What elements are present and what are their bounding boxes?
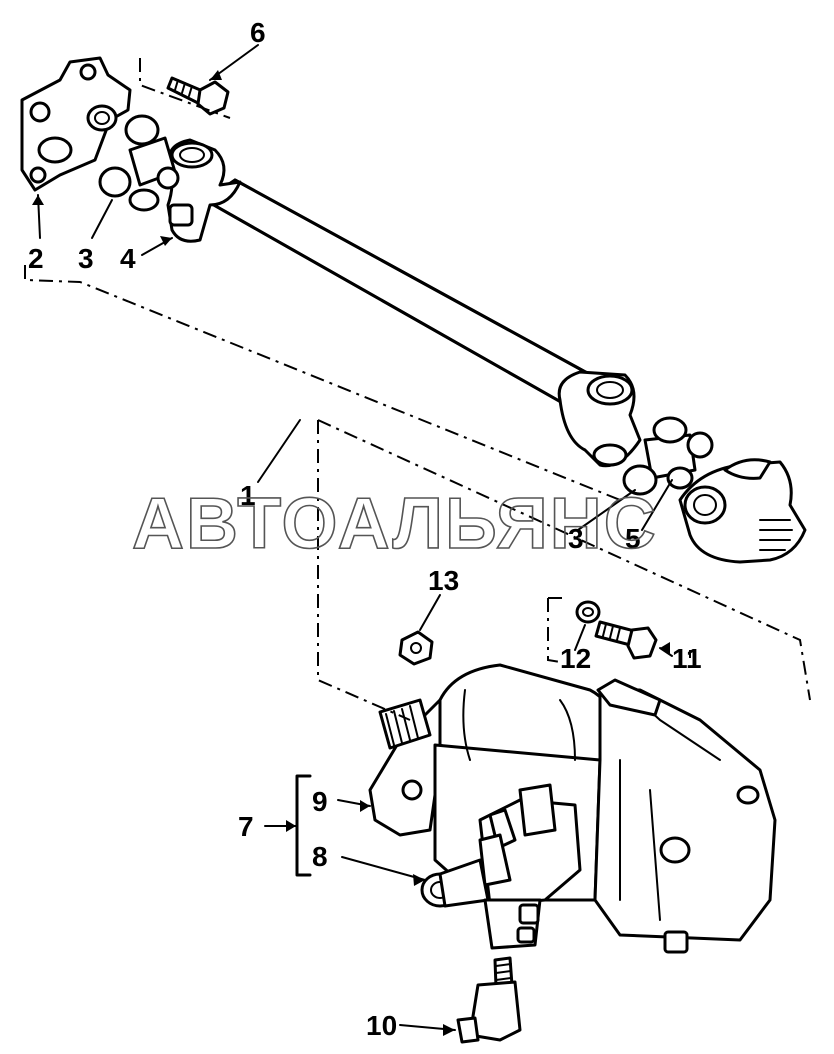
leader-lines — [32, 44, 673, 1036]
callout-11: 11 — [672, 643, 702, 674]
washer-12 — [575, 600, 601, 624]
nut-13 — [398, 630, 434, 666]
valve-fitting-8 — [420, 783, 582, 950]
callout-2: 2 — [28, 243, 44, 274]
callout-1: 1 — [240, 480, 256, 511]
callout-5: 5 — [625, 523, 641, 554]
callout-6: 6 — [250, 17, 266, 48]
watermark-text: АВТОАЛЬЯНС — [132, 484, 658, 564]
switch-10 — [456, 956, 522, 1044]
callout-4: 4 — [120, 243, 136, 274]
callout-7: 7 — [238, 811, 254, 842]
callout-3-rear: 3 — [568, 523, 584, 554]
hydraulic-pump — [368, 663, 777, 954]
drive-shaft — [166, 138, 642, 468]
callout-labels: 6 2 3 4 1 3 5 13 12 11 7 9 8 10 — [28, 17, 702, 1041]
bolt-6 — [166, 76, 230, 116]
callout-10: 10 — [366, 1010, 397, 1041]
callout-9: 9 — [312, 786, 328, 817]
callout-3-front: 3 — [78, 243, 94, 274]
callout-8: 8 — [312, 841, 328, 872]
callout-13: 13 — [428, 565, 459, 596]
front-spider — [98, 114, 180, 212]
assembly-brackets — [24, 58, 811, 721]
rear-flange-yoke — [678, 458, 807, 564]
callout-12: 12 — [560, 643, 591, 674]
rear-spider — [622, 416, 714, 496]
bolt-11 — [594, 620, 658, 660]
front-flange — [20, 56, 132, 192]
